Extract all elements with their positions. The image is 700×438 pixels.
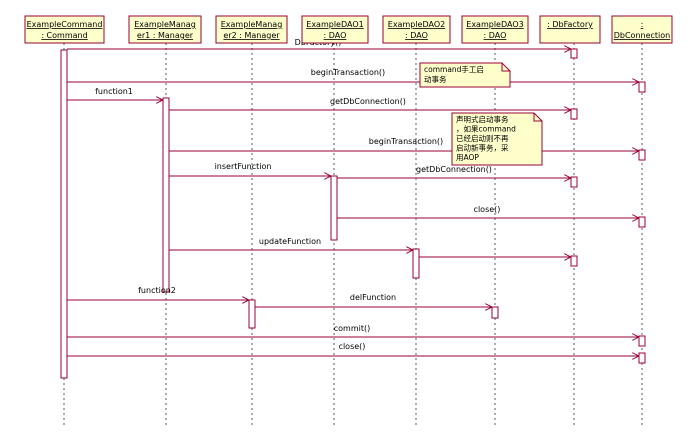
- activation-factory: [570, 108, 578, 120]
- message-label: updateFunction: [259, 237, 321, 246]
- participant-dao1: ExampleDAO1 : DAO: [301, 15, 369, 44]
- participant-box: [215, 15, 288, 44]
- message-label: beginTransaction(): [369, 137, 443, 146]
- activation-conn: [638, 335, 646, 347]
- participant-cmd: ExampleCommand : Command: [24, 15, 105, 44]
- participant-dao3: ExampleDAO3 : DAO: [461, 15, 529, 44]
- activation-factory: [570, 48, 578, 59]
- message-cmd-to-mgr2: function2: [67, 286, 249, 300]
- participant-box: [611, 15, 673, 44]
- participant-type: : DAO: [484, 31, 507, 40]
- participant-name: : DbFactory: [547, 20, 593, 29]
- participant-box: [461, 15, 529, 44]
- activation-cmd: [60, 49, 68, 379]
- message-label: getDbConnection(): [416, 165, 492, 174]
- activation-conn: [638, 81, 646, 93]
- note-text-line: 已经启动则不再: [456, 133, 509, 143]
- participant-name: :: [641, 20, 644, 29]
- participant-factory: : DbFactory: [539, 15, 601, 44]
- participant-mgr2: ExampleManag er2 : Manager: [215, 15, 288, 44]
- notes: command手工启动事务声明式启动事务，如果command已经启动则不再启动新…: [419, 62, 543, 166]
- message-cmd-to-conn: close(): [67, 342, 639, 356]
- message-cmd-to-conn: commit(): [67, 324, 639, 337]
- participant-box: [382, 15, 451, 44]
- participant-type: : Command: [41, 31, 87, 40]
- activation-bars: [60, 48, 646, 379]
- participant-dao2: ExampleDAO2 : DAO: [382, 15, 451, 44]
- note-text-line: 用AOP: [456, 153, 479, 162]
- participant-name: ExampleCommand: [27, 20, 103, 29]
- note-box: [419, 62, 511, 88]
- participant-name: ExampleDAO3: [466, 20, 523, 29]
- activation-dao2: [412, 248, 420, 279]
- activation-mgr2: [248, 299, 256, 329]
- participant-conn: : DbConnection: [611, 15, 673, 44]
- activation-dao1: [330, 175, 338, 241]
- activation-conn: [638, 216, 646, 228]
- message-mgr1-to-conn: beginTransaction(): [169, 137, 639, 151]
- participant-box: [301, 15, 369, 44]
- activation-dao3: [491, 306, 499, 319]
- message-cmd-to-conn: beginTransaction(): [67, 68, 639, 82]
- participant-type: : DAO: [405, 31, 428, 40]
- activation-conn: [638, 149, 646, 161]
- participant-type: : DAO: [324, 31, 347, 40]
- participant-box: [539, 15, 601, 44]
- message-label: function2: [138, 286, 176, 295]
- message-label: insertFunction: [215, 162, 272, 171]
- message-label: delFunction: [350, 293, 396, 302]
- activation-mgr1: [162, 97, 170, 293]
- participant-name: ExampleManag: [221, 20, 283, 29]
- activation-factory: [570, 255, 578, 267]
- message-dao1-to-factory: getDbConnection(): [337, 165, 571, 178]
- message-mgr2-to-dao3: delFunction: [255, 293, 492, 307]
- note-text-line: command手工启: [424, 64, 484, 74]
- message-label: close(): [474, 205, 501, 214]
- note-fold: [533, 113, 542, 122]
- message-mgr1-to-factory: getDbConnection(): [169, 97, 571, 110]
- activation-factory: [570, 176, 578, 188]
- note-text-line: 启动新事务，采: [456, 143, 509, 153]
- participant-name: ExampleDAO2: [388, 20, 445, 29]
- message-mgr1-to-dao1: insertFunction: [169, 162, 331, 176]
- participant-type: er2 : Manager: [223, 31, 280, 40]
- message-label: function1: [95, 87, 133, 96]
- message-label: getDbConnection(): [330, 97, 406, 106]
- participant-name: ExampleDAO1: [306, 20, 363, 29]
- messages: DbFactory()beginTransaction()function1ge…: [67, 38, 639, 356]
- activation-conn: [638, 352, 646, 364]
- note-text-line: 声明式启动事务: [456, 114, 509, 124]
- participant-box: [24, 15, 105, 44]
- message-cmd-to-mgr1: function1: [67, 87, 163, 100]
- participant-type: DbConnection: [614, 31, 671, 40]
- note-box: [451, 112, 543, 166]
- participant-type: er1 : Manager: [137, 31, 194, 40]
- participant-mgr1: ExampleManag er1 : Manager: [128, 15, 202, 44]
- note-text-line: ，如果command: [456, 124, 516, 134]
- participant-name: ExampleManag: [134, 20, 196, 29]
- message-mgr1-to-dao2: updateFunction: [169, 237, 413, 250]
- message-label: commit(): [334, 324, 370, 333]
- note-text-line: 动事务: [424, 74, 447, 84]
- message-label: beginTransaction(): [311, 68, 385, 77]
- participant-box: [128, 15, 202, 44]
- note-fold: [501, 63, 510, 72]
- participants: ExampleCommand : Command ExampleManag er1 :…: [24, 15, 673, 44]
- message-label: close(): [339, 342, 366, 351]
- message-dao1-to-conn: close(): [337, 205, 639, 218]
